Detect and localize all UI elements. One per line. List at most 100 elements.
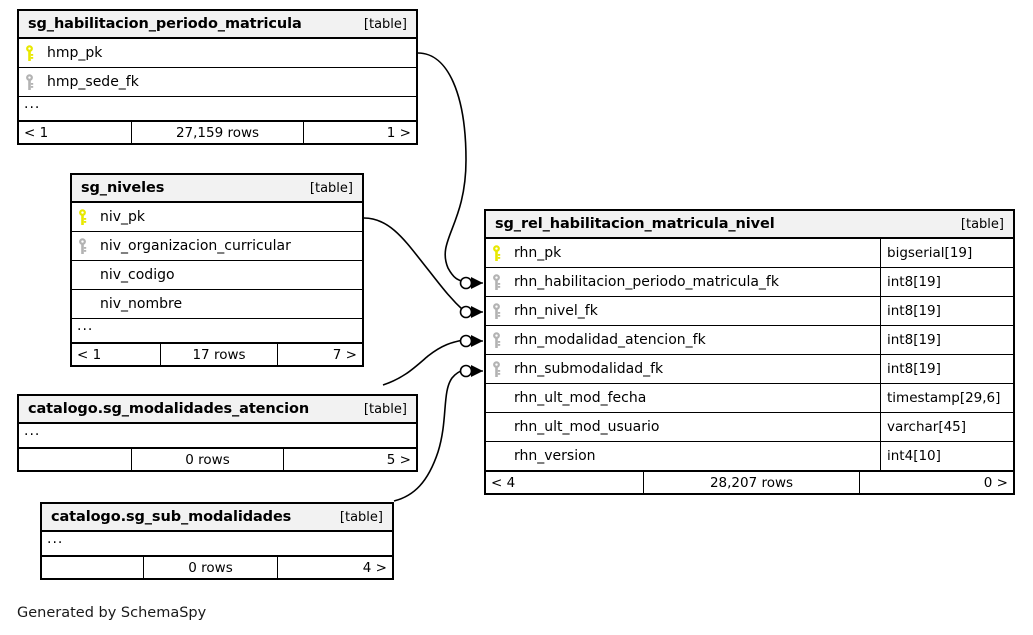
table-title: catalogo.sg_modalidades_atencion bbox=[28, 401, 310, 417]
edge-modalidades-to-rhn-modalidad-fk bbox=[382, 339, 465, 386]
column-name: hmp_pk bbox=[47, 45, 103, 61]
inbound-relations-count[interactable] bbox=[42, 557, 143, 578]
table-row[interactable]: rhn_modalidad_atencion_fk int8[19] bbox=[486, 326, 1013, 355]
outbound-relations-count[interactable]: 1 > bbox=[386, 124, 411, 141]
generated-by-caption: Generated by SchemaSpy bbox=[17, 605, 207, 621]
row-count: 27,159 rows bbox=[131, 122, 304, 143]
column-name: rhn_ult_mod_fecha bbox=[514, 390, 647, 406]
table-row[interactable]: niv_nombre bbox=[72, 290, 362, 319]
column-type: int8[19] bbox=[880, 297, 1013, 325]
table-row[interactable]: rhn_pk bigserial[19] bbox=[486, 239, 1013, 268]
edge-hmp-pk-to-rhn-hpm-fk bbox=[417, 52, 467, 283]
table-footer: < 1 27,159 rows 1 > bbox=[19, 121, 416, 143]
endpoint-rhn-modalidad-fk bbox=[459, 334, 483, 348]
column-name: niv_organizacion_curricular bbox=[100, 238, 291, 254]
outbound-relations-count[interactable]: 4 > bbox=[362, 559, 387, 576]
column-type: bigserial[19] bbox=[880, 239, 1013, 267]
no-key-spacer bbox=[486, 413, 506, 441]
table-row[interactable]: rhn_nivel_fk int8[19] bbox=[486, 297, 1013, 326]
outbound-relations-count[interactable]: 0 > bbox=[983, 474, 1008, 491]
table-footer: < 1 17 rows 7 > bbox=[72, 343, 362, 365]
table-sg-habilitacion-periodo-matricula[interactable]: sg_habilitacion_periodo_matricula [table… bbox=[17, 9, 418, 145]
row-count: 0 rows bbox=[131, 449, 284, 470]
endpoint-rhn-submodalidad-fk bbox=[459, 364, 483, 378]
table-type-tag: [table] bbox=[309, 180, 353, 196]
row-count: 0 rows bbox=[143, 557, 278, 578]
table-row[interactable]: rhn_habilitacion_periodo_matricula_fk in… bbox=[486, 268, 1013, 297]
column-name: hmp_sede_fk bbox=[47, 74, 139, 90]
column-name: rhn_version bbox=[514, 448, 596, 464]
table-header: catalogo.sg_sub_modalidades [table] bbox=[42, 504, 392, 532]
table-header: catalogo.sg_modalidades_atencion [table] bbox=[19, 396, 416, 424]
foreign-key-icon bbox=[486, 268, 506, 296]
inbound-relations-count[interactable]: < 1 bbox=[24, 124, 49, 141]
column-type: int8[19] bbox=[880, 326, 1013, 354]
table-title: catalogo.sg_sub_modalidades bbox=[51, 509, 292, 525]
edge-endpoint-decorations bbox=[459, 276, 483, 378]
no-key-spacer bbox=[486, 384, 506, 412]
endpoint-rhn-nivel-fk bbox=[459, 305, 483, 319]
inbound-relations-count[interactable] bbox=[19, 449, 131, 470]
no-key-spacer bbox=[72, 290, 92, 318]
inbound-relations-count[interactable]: < 4 bbox=[491, 474, 516, 491]
table-row[interactable]: hmp_sede_fk bbox=[19, 68, 416, 97]
table-row[interactable]: rhn_version int4[10] bbox=[486, 442, 1013, 471]
primary-key-icon bbox=[19, 39, 39, 67]
table-header: sg_rel_habilitacion_matricula_nivel [tab… bbox=[486, 211, 1013, 239]
column-type: timestamp[29,6] bbox=[880, 384, 1013, 412]
table-row[interactable]: niv_codigo bbox=[72, 261, 362, 290]
table-row[interactable]: rhn_ult_mod_fecha timestamp[29,6] bbox=[486, 384, 1013, 413]
column-type: int8[19] bbox=[880, 355, 1013, 383]
table-type-tag: [table] bbox=[363, 16, 407, 32]
column-name: rhn_nivel_fk bbox=[514, 303, 598, 319]
table-sg-rel-habilitacion-matricula-nivel[interactable]: sg_rel_habilitacion_matricula_nivel [tab… bbox=[484, 209, 1015, 495]
foreign-key-icon bbox=[486, 355, 506, 383]
column-name: rhn_submodalidad_fk bbox=[514, 361, 664, 377]
outbound-relations-count[interactable]: 5 > bbox=[386, 451, 411, 468]
column-name: niv_codigo bbox=[100, 267, 175, 283]
table-row[interactable]: niv_pk bbox=[72, 203, 362, 232]
foreign-key-icon bbox=[19, 68, 39, 96]
more-columns-indicator: ... bbox=[72, 319, 362, 343]
table-type-tag: [table] bbox=[363, 401, 407, 417]
table-sg-niveles[interactable]: sg_niveles [table] niv_pk niv_organizaci… bbox=[70, 173, 364, 367]
table-type-tag: [table] bbox=[960, 216, 1004, 232]
table-row[interactable]: rhn_ult_mod_usuario varchar[45] bbox=[486, 413, 1013, 442]
table-row[interactable]: rhn_submodalidad_fk int8[19] bbox=[486, 355, 1013, 384]
endpoint-rhn-hpm-fk bbox=[459, 276, 483, 290]
primary-key-icon bbox=[72, 203, 92, 231]
column-type: int4[10] bbox=[880, 442, 1013, 470]
no-key-spacer bbox=[72, 261, 92, 289]
column-name: niv_pk bbox=[100, 209, 146, 225]
table-row[interactable]: hmp_pk bbox=[19, 39, 416, 68]
table-title: sg_niveles bbox=[81, 180, 165, 196]
no-key-spacer bbox=[486, 442, 506, 470]
foreign-key-icon bbox=[486, 326, 506, 354]
edge-niv-pk-to-rhn-nivel-fk bbox=[363, 217, 465, 312]
column-name: niv_nombre bbox=[100, 296, 183, 312]
table-footer: < 4 28,207 rows 0 > bbox=[486, 471, 1013, 493]
more-columns-indicator: ... bbox=[19, 424, 416, 448]
inbound-relations-count[interactable]: < 1 bbox=[77, 346, 102, 363]
outbound-relations-count[interactable]: 7 > bbox=[332, 346, 357, 363]
column-type: varchar[45] bbox=[880, 413, 1013, 441]
column-name: rhn_habilitacion_periodo_matricula_fk bbox=[514, 274, 779, 290]
table-header: sg_niveles [table] bbox=[72, 175, 362, 203]
table-catalogo-sg-modalidades-atencion[interactable]: catalogo.sg_modalidades_atencion [table]… bbox=[17, 394, 418, 472]
row-count: 28,207 rows bbox=[643, 472, 860, 493]
table-catalogo-sg-sub-modalidades[interactable]: catalogo.sg_sub_modalidades [table] ... … bbox=[40, 502, 394, 580]
more-columns-indicator: ... bbox=[19, 97, 416, 121]
foreign-key-icon bbox=[72, 232, 92, 260]
column-name: rhn_pk bbox=[514, 245, 562, 261]
table-row[interactable]: niv_organizacion_curricular bbox=[72, 232, 362, 261]
more-columns-indicator: ... bbox=[42, 532, 392, 556]
row-count: 17 rows bbox=[160, 344, 278, 365]
table-type-tag: [table] bbox=[339, 509, 383, 525]
table-title: sg_rel_habilitacion_matricula_nivel bbox=[495, 216, 775, 232]
column-name: rhn_modalidad_atencion_fk bbox=[514, 332, 706, 348]
table-title: sg_habilitacion_periodo_matricula bbox=[28, 16, 302, 32]
column-type: int8[19] bbox=[880, 268, 1013, 296]
primary-key-icon bbox=[486, 239, 506, 267]
column-name: rhn_ult_mod_usuario bbox=[514, 419, 660, 435]
